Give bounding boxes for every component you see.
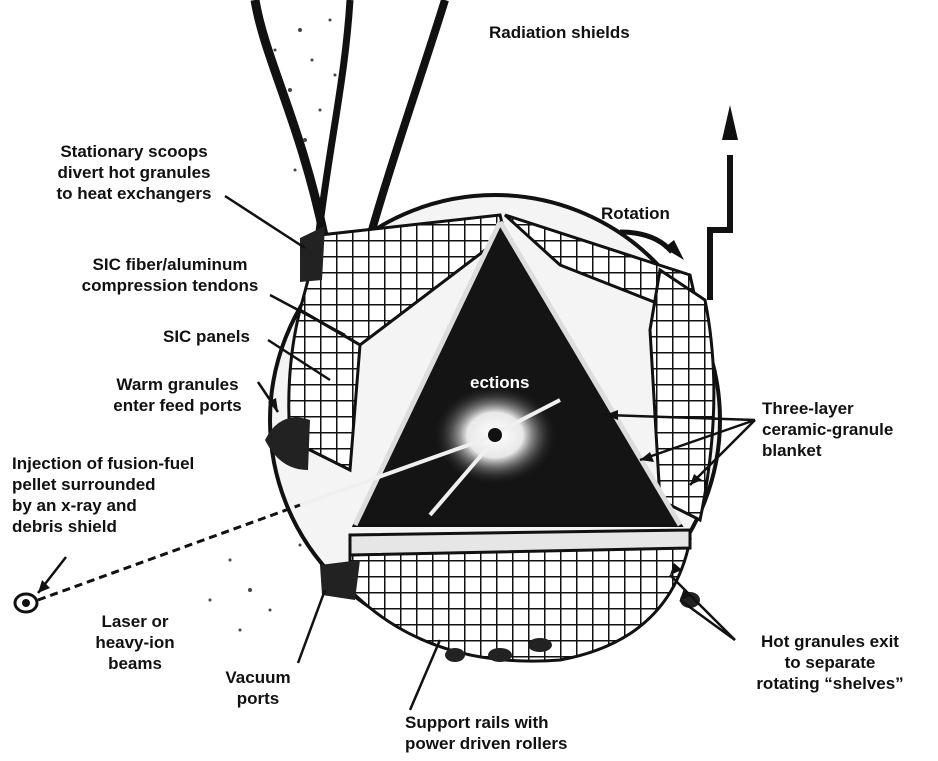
shaft bbox=[710, 155, 730, 300]
shaft-arrowhead bbox=[722, 105, 738, 140]
label-injection: Injection of fusion-fuel pellet surround… bbox=[12, 453, 194, 537]
label-three-layer-blanket: Three-layer ceramic-granule blanket bbox=[762, 398, 893, 461]
radiation-shield-tubes bbox=[255, 0, 445, 240]
label-stationary-scoops: Stationary scoops divert hot granules to… bbox=[34, 141, 234, 204]
label-sic-fiber: SIC fiber/aluminum compression tendons bbox=[65, 254, 275, 296]
label-sic-panels: SIC panels bbox=[163, 326, 250, 347]
scoop bbox=[300, 226, 325, 282]
label-hot-granules: Hot granules exit to separate rotating “… bbox=[735, 631, 925, 694]
label-laser-beams: Laser or heavy-ion beams bbox=[85, 611, 185, 674]
label-vacuum-ports: Vacuum ports bbox=[213, 667, 303, 709]
right-panel bbox=[650, 270, 714, 520]
fusion-pellet-center bbox=[488, 428, 502, 442]
label-support-rails: Support rails with power driven rollers bbox=[405, 712, 568, 754]
label-warm-granules: Warm granules enter feed ports bbox=[90, 374, 265, 416]
bottom-panel bbox=[350, 540, 690, 661]
label-rotation: Rotation bbox=[601, 203, 670, 224]
label-radiation-shields: Radiation shields bbox=[489, 22, 630, 43]
vacuum-port bbox=[320, 560, 360, 600]
label-sections-overlay: ections bbox=[470, 373, 530, 393]
